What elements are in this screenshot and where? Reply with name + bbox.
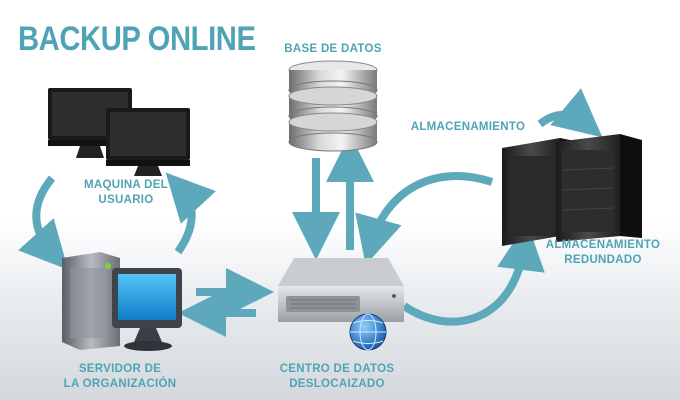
arrow-user-to-server	[18, 175, 69, 270]
label-org-server: SERVIDOR DE LA ORGANIZACIÓN	[40, 362, 200, 392]
server-rack-icon	[502, 134, 642, 246]
label-data-center-line1: CENTRO DE DATOS	[279, 363, 395, 375]
label-data-center: CENTRO DE DATOS DESLOCAIZADO	[262, 362, 412, 392]
label-org-server-line1: SERVIDOR DE	[78, 363, 162, 375]
label-storage: ALMACENAMIENTO	[410, 121, 526, 133]
workstation-icon	[62, 252, 182, 351]
arrow-storage-to-dc	[355, 172, 494, 266]
label-user-machine-line1: MAQUINA DEL	[83, 179, 168, 191]
label-redundant-storage: ALMACENAMIENTO REDUNDADO	[528, 238, 678, 268]
label-data-center-line2: DESLOCAIZADO	[289, 378, 385, 390]
arrow-server-to-user	[165, 172, 216, 255]
arrow-storage-loop	[537, 88, 603, 138]
label-user-machine-line2: USUARIO	[98, 194, 154, 206]
label-org-server-line2: LA ORGANIZACIÓN	[63, 378, 177, 390]
label-database: BASE DE DATOS	[284, 43, 382, 55]
page-title: BACKUP ONLINE	[18, 20, 256, 58]
flow-arrows	[18, 88, 603, 337]
globe-icon	[349, 313, 387, 351]
label-redundant-line1: ALMACENAMIENTO	[545, 239, 661, 251]
arrow-dc-to-redundant	[401, 222, 545, 326]
monitor-icon	[48, 88, 190, 176]
label-user-machine: MAQUINA DEL USUARIO	[60, 178, 192, 208]
database-icon	[288, 60, 378, 152]
datacenter-server-icon	[278, 258, 404, 322]
label-redundant-line2: REDUNDADO	[564, 254, 642, 266]
